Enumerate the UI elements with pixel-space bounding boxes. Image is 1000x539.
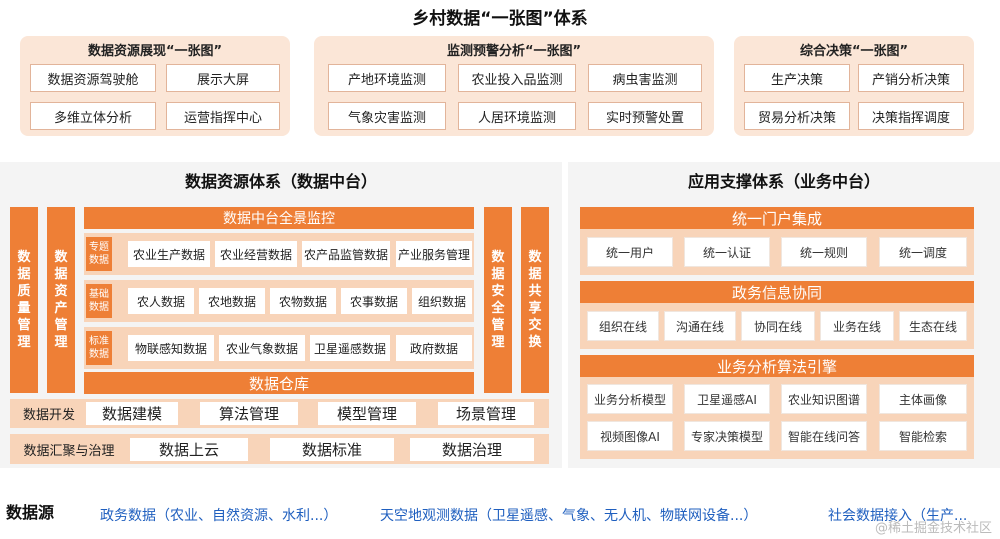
cell-data-modeling[interactable]: 数据建模 <box>86 402 178 425</box>
cell-algorithm-mgmt[interactable]: 算法管理 <box>200 402 298 425</box>
cell-biz-model[interactable]: 业务分析模型 <box>588 385 672 413</box>
cell-satellite-data[interactable]: 卫星遥感数据 <box>310 335 390 361</box>
cell-industry-service[interactable]: 产业服务管理 <box>396 241 472 267</box>
cell-iot-data[interactable]: 物联感知数据 <box>128 335 214 361</box>
cell-satellite-ai[interactable]: 卫星遥感AI <box>685 385 769 413</box>
box-living-monitor[interactable]: 人居环境监测 <box>458 102 576 130</box>
box-sales-decision[interactable]: 产销分析决策 <box>858 64 964 92</box>
box-pest-monitor[interactable]: 病虫害监测 <box>588 64 702 92</box>
box-input-monitor[interactable]: 农业投入品监测 <box>458 64 576 92</box>
cell-data-standard[interactable]: 数据标准 <box>270 438 394 461</box>
page-title: 乡村数据“一张图”体系 <box>412 8 588 29</box>
cell-unified-rules[interactable]: 统一规则 <box>782 238 866 266</box>
tag-base-data: 基础数据 <box>86 284 112 318</box>
cell-smart-search[interactable]: 智能检索 <box>880 422 966 450</box>
cell-data-governance[interactable]: 数据治理 <box>410 438 534 461</box>
box-weather-monitor[interactable]: 气象灾害监测 <box>328 102 446 130</box>
cell-org-data[interactable]: 组织数据 <box>412 288 472 314</box>
box-realtime-alert[interactable]: 实时预警处置 <box>588 102 702 130</box>
cell-subject-profile[interactable]: 主体画像 <box>880 385 966 413</box>
panel-decision: 综合决策“一张图” 生产决策 产销分析决策 贸易分析决策 决策指挥调度 <box>734 36 974 136</box>
source-social-data[interactable]: 社会数据接入（生产... <box>828 508 968 524</box>
data-center-title: 数据资源体系（数据中台） <box>184 172 377 191</box>
box-env-monitor[interactable]: 产地环境监测 <box>328 64 446 92</box>
box-data-cockpit[interactable]: 数据资源驾驶舱 <box>30 64 156 92</box>
cell-coop-online[interactable]: 协同在线 <box>742 312 814 340</box>
cell-land-data[interactable]: 农地数据 <box>199 288 265 314</box>
panel-data-display: 数据资源展现“一张图” 数据资源驾驶舱 展示大屏 多维立体分析 运营指挥中心 <box>20 36 290 136</box>
panel-monitoring: 监测预警分析“一张图” 产地环境监测 农业投入品监测 病虫害监测 气象灾害监测 … <box>314 36 714 136</box>
cell-unified-dispatch[interactable]: 统一调度 <box>880 238 966 266</box>
cell-model-mgmt[interactable]: 模型管理 <box>318 402 416 425</box>
app-center-title: 应用支撑体系（业务中台） <box>687 172 880 191</box>
cell-gov-data[interactable]: 政府数据 <box>396 335 472 361</box>
portal-title-bar: 统一门户集成 <box>580 207 974 229</box>
vbar-data-quality: 数据质量管理 <box>10 207 38 393</box>
cell-farming-data[interactable]: 农事数据 <box>341 288 407 314</box>
cell-agri-production[interactable]: 农业生产数据 <box>128 241 210 267</box>
vbar-data-asset: 数据资产管理 <box>47 207 75 393</box>
box-ops-command[interactable]: 运营指挥中心 <box>166 102 280 130</box>
panel-title: 综合决策“一张图” <box>799 43 909 59</box>
tag-standard-data: 标准数据 <box>86 331 112 365</box>
watermark: @稀土掘金技术社区 <box>874 521 992 536</box>
cell-goods-data[interactable]: 农物数据 <box>270 288 336 314</box>
cell-expert-model[interactable]: 专家决策模型 <box>685 422 769 450</box>
warehouse-bar: 数据仓库 <box>84 372 474 394</box>
tag-topic-data: 专题数据 <box>86 237 112 271</box>
label-data-governance: 数据汇聚与治理 <box>23 443 115 459</box>
cell-eco-online[interactable]: 生态在线 <box>900 312 966 340</box>
collab-title-bar: 政务信息协同 <box>580 281 974 303</box>
vbar-data-sharing: 数据共享交换 <box>521 207 549 393</box>
box-command-decision[interactable]: 决策指挥调度 <box>858 102 964 130</box>
cell-smart-qa[interactable]: 智能在线问答 <box>782 422 866 450</box>
cell-video-ai[interactable]: 视频图像AI <box>588 422 672 450</box>
vbar-data-security: 数据安全管理 <box>484 207 512 393</box>
engine-title-bar: 业务分析算法引擎 <box>580 355 974 377</box>
cell-weather-data[interactable]: 农业气象数据 <box>219 335 305 361</box>
cell-farmer-data[interactable]: 农人数据 <box>128 288 194 314</box>
cell-unified-user[interactable]: 统一用户 <box>588 238 672 266</box>
panel-title: 监测预警分析“一张图” <box>446 43 582 59</box>
label-data-dev: 数据开发 <box>22 408 75 423</box>
box-multidim-analysis[interactable]: 多维立体分析 <box>30 102 156 130</box>
box-display-screen[interactable]: 展示大屏 <box>166 64 280 92</box>
cell-agri-operation[interactable]: 农业经营数据 <box>215 241 297 267</box>
box-production-decision[interactable]: 生产决策 <box>744 64 850 92</box>
panel-title: 数据资源展现“一张图” <box>87 43 223 59</box>
cell-knowledge-graph[interactable]: 农业知识图谱 <box>782 385 866 413</box>
cell-biz-online[interactable]: 业务在线 <box>821 312 893 340</box>
cell-comm-online[interactable]: 沟通在线 <box>665 312 735 340</box>
box-trade-decision[interactable]: 贸易分析决策 <box>744 102 850 130</box>
data-source-label: 数据源 <box>6 503 55 522</box>
cell-product-supervision[interactable]: 农产品监管数据 <box>302 241 390 267</box>
monitor-title-bar: 数据中台全景监控 <box>84 207 474 229</box>
source-sky-ground-data[interactable]: 天空地观测数据（卫星遥感、气象、无人机、物联网设备...） <box>380 508 758 524</box>
source-gov-data[interactable]: 政务数据（农业、自然资源、水利...） <box>100 508 338 524</box>
cell-scene-mgmt[interactable]: 场景管理 <box>438 402 534 425</box>
cell-unified-auth[interactable]: 统一认证 <box>685 238 769 266</box>
cell-data-cloud[interactable]: 数据上云 <box>130 438 248 461</box>
cell-org-online[interactable]: 组织在线 <box>588 312 658 340</box>
